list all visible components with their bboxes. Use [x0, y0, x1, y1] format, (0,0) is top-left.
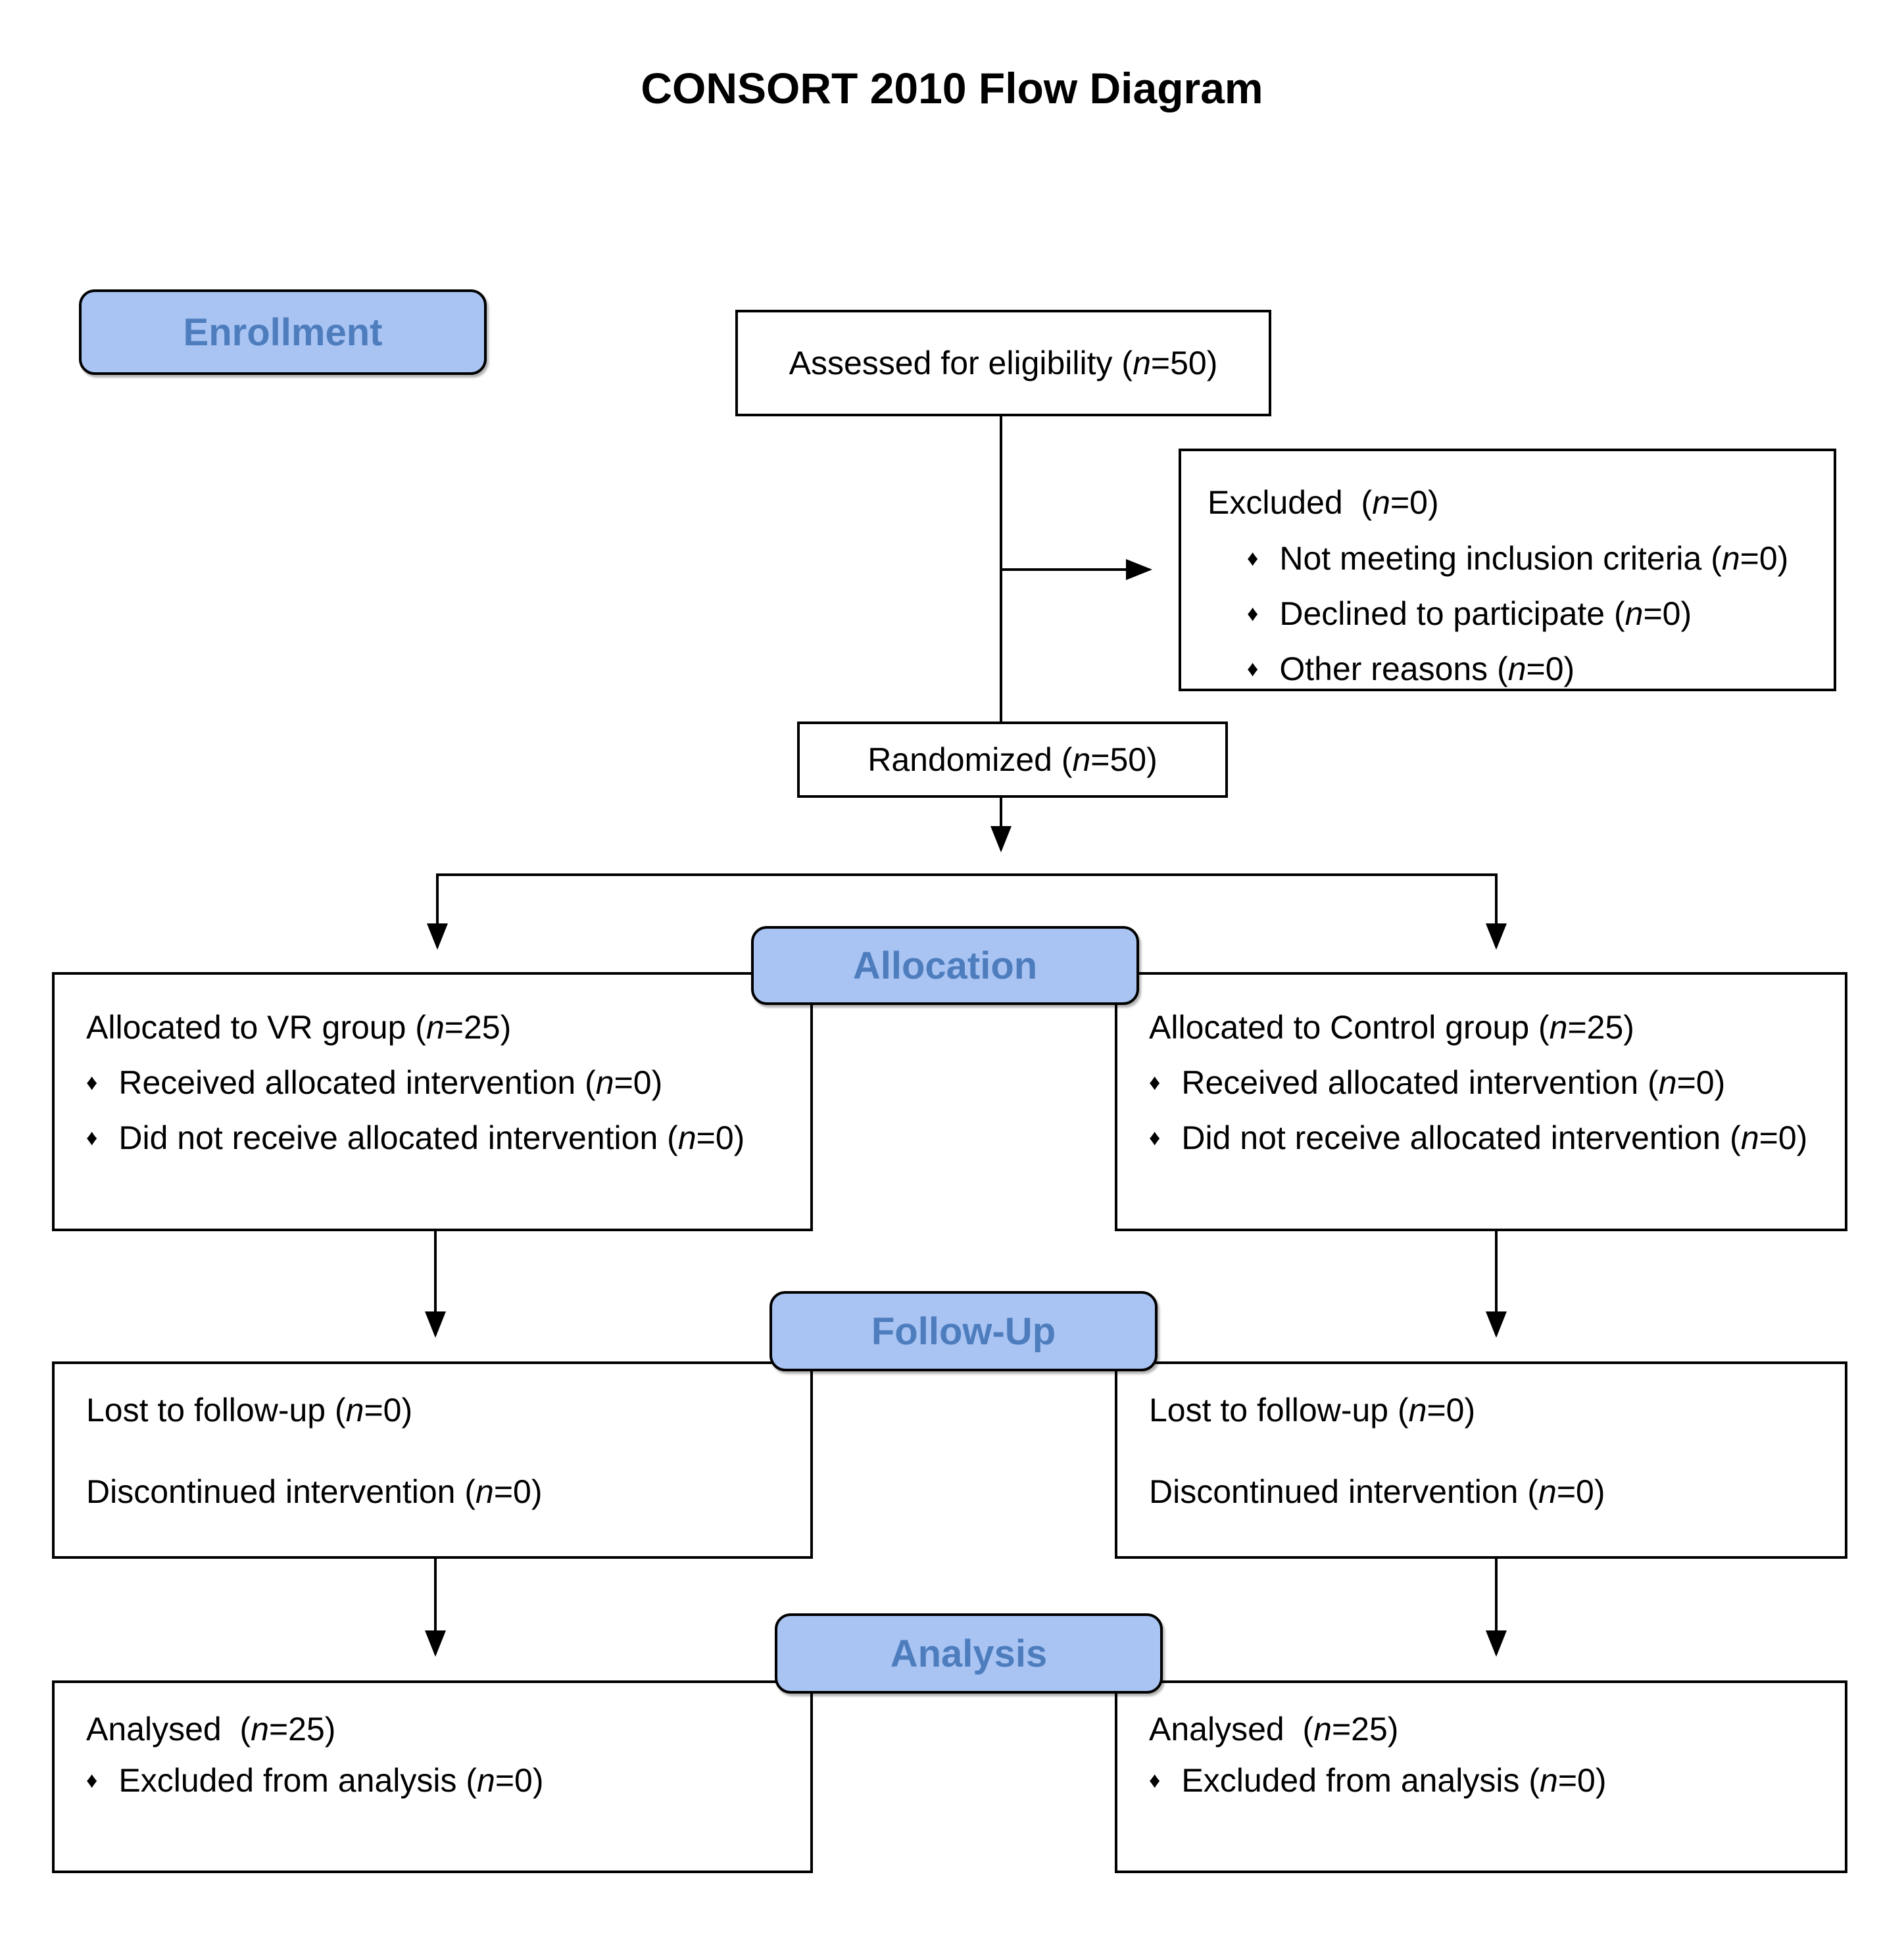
followup-vr-line: Lost to follow-up (n=0) — [86, 1392, 413, 1429]
analysis-vr-title: Analysed (n=25) — [86, 1711, 336, 1748]
page-title: CONSORT 2010 Flow Diagram — [641, 64, 1263, 112]
diamond-bullet-icon: ♦ — [1247, 601, 1259, 626]
excluded-box: Excluded (n=0) ♦ Not meeting inclusion c… — [1179, 449, 1836, 691]
followup-control-line: Discontinued intervention (n=0) — [1149, 1473, 1605, 1510]
stage-label-enrollment: Enrollment — [79, 289, 487, 375]
diamond-bullet-icon: ♦ — [86, 1070, 98, 1095]
allocation-control-bullet: Received allocated intervention (n=0) — [1181, 1064, 1726, 1101]
diamond-bullet-icon: ♦ — [1149, 1070, 1161, 1095]
analysis-vr-bullet: Excluded from analysis (n=0) — [118, 1762, 544, 1799]
analysis-vr-box: Analysed (n=25) ♦ Excluded from analysis… — [52, 1680, 813, 1873]
allocation-vr-bullet: Received allocated intervention (n=0) — [118, 1064, 663, 1101]
allocation-control-title: Allocated to Control group (n=25) — [1149, 1009, 1634, 1046]
allocation-control-box: Allocated to Control group (n=25) ♦ Rece… — [1115, 972, 1847, 1231]
diamond-bullet-icon: ♦ — [1149, 1125, 1161, 1150]
randomized-box: Randomized (n=50) — [797, 722, 1228, 798]
allocation-control-bullet: Did not receive allocated intervention (… — [1181, 1119, 1808, 1156]
analysis-control-title: Analysed (n=25) — [1149, 1711, 1399, 1748]
stage-label-analysis-text: Analysis — [890, 1632, 1048, 1675]
excluded-title: Excluded (n=0) — [1208, 484, 1439, 521]
followup-vr-box: Lost to follow-up (n=0) Discontinued int… — [52, 1361, 813, 1559]
randomized-text: Randomized (n=50) — [867, 741, 1158, 778]
allocation-vr-title: Allocated to VR group (n=25) — [86, 1009, 512, 1046]
followup-vr-line: Discontinued intervention (n=0) — [86, 1473, 543, 1510]
allocation-vr-bullet: Did not receive allocated intervention (… — [118, 1119, 745, 1156]
stage-label-analysis: Analysis — [775, 1613, 1163, 1694]
followup-control-line: Lost to follow-up (n=0) — [1149, 1392, 1476, 1429]
diamond-bullet-icon: ♦ — [1149, 1768, 1161, 1793]
assessed-box: Assessed for eligibility (n=50) — [735, 310, 1271, 416]
stage-label-enrollment-text: Enrollment — [183, 310, 383, 354]
followup-control-box: Lost to follow-up (n=0) Discontinued int… — [1115, 1361, 1847, 1559]
diamond-bullet-icon: ♦ — [1247, 656, 1259, 681]
stage-label-allocation-text: Allocation — [852, 944, 1038, 987]
analysis-control-box: Analysed (n=25) ♦ Excluded from analysis… — [1115, 1680, 1847, 1873]
diamond-bullet-icon: ♦ — [86, 1125, 98, 1150]
allocation-vr-box: Allocated to VR group (n=25) ♦ Received … — [52, 972, 813, 1231]
analysis-control-bullet: Excluded from analysis (n=0) — [1181, 1762, 1607, 1799]
stage-label-allocation: Allocation — [751, 926, 1139, 1005]
diamond-bullet-icon: ♦ — [86, 1768, 98, 1793]
diamond-bullet-icon: ♦ — [1247, 546, 1259, 571]
stage-label-followup-text: Follow-Up — [871, 1309, 1056, 1353]
stage-label-followup: Follow-Up — [769, 1291, 1158, 1371]
excluded-bullet: Not meeting inclusion criteria (n=0) — [1279, 540, 1789, 577]
assessed-text: Assessed for eligibility (n=50) — [789, 345, 1218, 381]
excluded-bullet: Other reasons (n=0) — [1279, 650, 1575, 687]
excluded-bullet: Declined to participate (n=0) — [1279, 595, 1692, 632]
